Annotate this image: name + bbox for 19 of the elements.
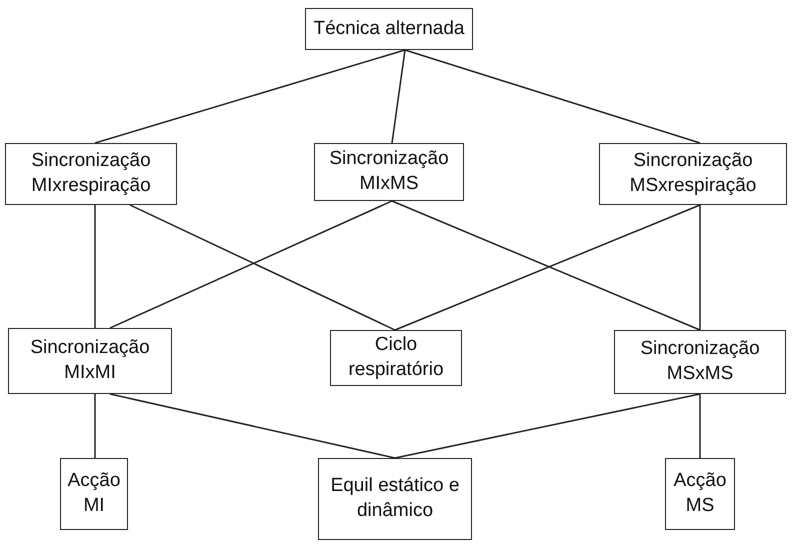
connector-line [94,394,96,458]
text-box: Técnica alternada [305,8,473,50]
text-box: Sincronização MSxMS [614,330,786,394]
text-box: Sincronização MSxrespiração [599,143,787,205]
connector-line [699,205,701,330]
connector-line [391,50,406,144]
connector-line [404,49,700,144]
connector-line [699,394,701,458]
text-box: Sincronização MIxMI [8,328,172,394]
text-box: Sincronização MIxMS [314,143,464,201]
connector-line [94,49,406,144]
text-box: Acção MI [60,458,128,530]
text-box: Sincronização MIxrespiração [5,143,177,205]
text-box: Acção MS [665,458,735,530]
connector-line [394,393,700,459]
text-box: Ciclo respiratório [330,330,462,386]
connector-line [110,393,396,459]
connector-line [94,205,96,328]
text-box: Equil estático e dinâmico [318,458,472,540]
